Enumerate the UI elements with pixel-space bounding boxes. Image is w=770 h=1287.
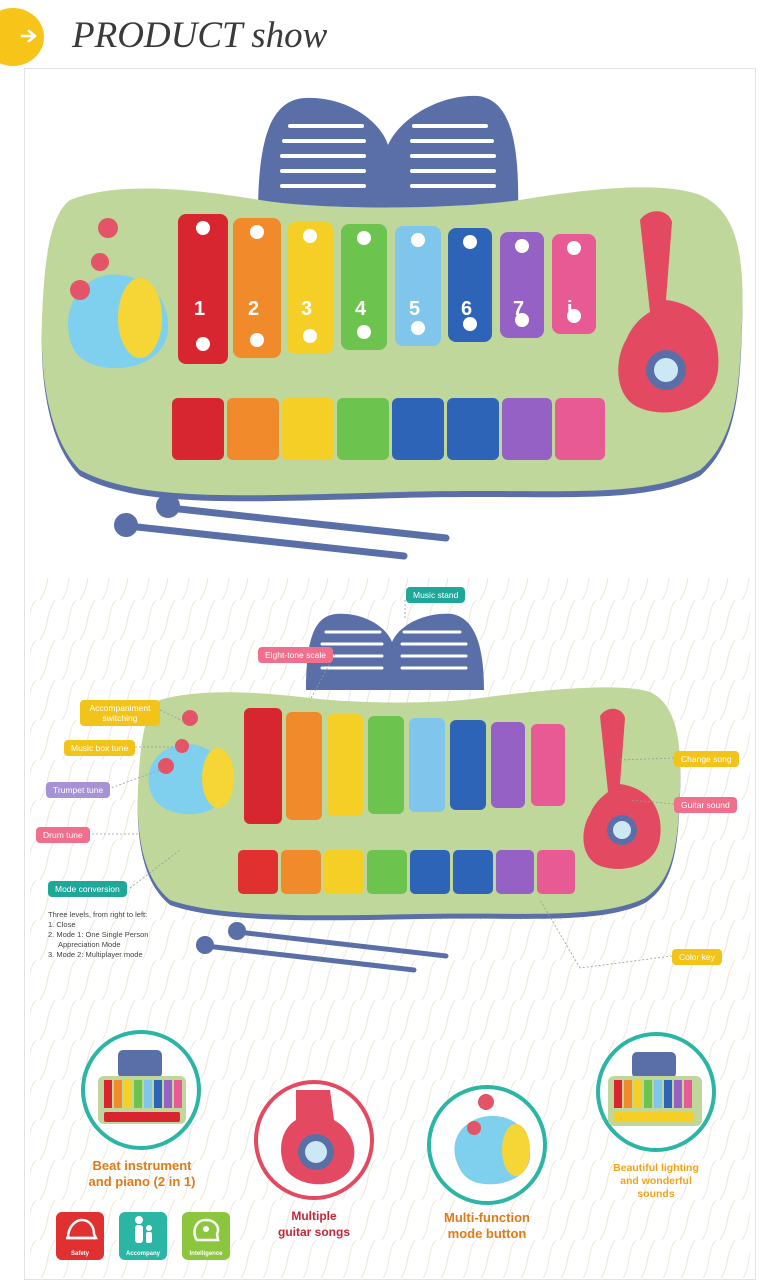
feature-caption-4: Beautiful lighting and wonderful sounds [596, 1162, 716, 1201]
parent-child-icon [135, 1216, 152, 1243]
bar-number: 3 [301, 298, 313, 320]
feature-caption-line: and wonderful [620, 1175, 692, 1187]
bar-number-row: 1 2 3 4 5 6 7 i [178, 298, 598, 328]
feature-caption-3: Multi-function mode button [420, 1210, 554, 1242]
accompany-label: Accompany [125, 1251, 160, 1257]
page-header: PRODUCT show [0, 0, 770, 70]
mode-note-line: 2. Mode 1: One Single Person [48, 930, 149, 939]
mode-note-line: Appreciation Mode [58, 940, 121, 949]
feature-1-illustration [81, 1030, 201, 1150]
feature-caption-line: Multiple [291, 1209, 337, 1223]
feature-caption-2: Multiple guitar songs [254, 1208, 374, 1240]
top-product [41, 95, 743, 560]
feature-caption-line: sounds [637, 1188, 675, 1200]
safety-badge: Safety [56, 1212, 104, 1260]
arrow-right-icon [20, 29, 37, 43]
callout-eight-tone-scale: Eight-tone scale [258, 647, 333, 663]
callout-mode-conversion: Mode conversion [48, 881, 127, 897]
intelligence-label: Intelligence [189, 1251, 223, 1257]
feature-caption-line: guitar songs [277, 1225, 350, 1239]
feature-caption-1: Beat instrument and piano (2 in 1) [72, 1158, 212, 1190]
bottom-product [137, 613, 681, 973]
music-stand [258, 95, 519, 216]
mode-note-line: Three levels, from right to left: [48, 910, 148, 919]
xylophone-bars [178, 214, 596, 364]
feature-caption-line: Multi-function [444, 1210, 530, 1225]
intelligence-badge: Intelligence [182, 1212, 230, 1260]
callout-trumpet-tune: Trumpet tune [46, 782, 111, 798]
bar-number: i [567, 298, 573, 320]
mode-conversion-note: Three levels, from right to left: 1. Clo… [48, 910, 148, 960]
bar-number: 2 [248, 298, 260, 320]
feature-2-illustration [254, 1080, 374, 1200]
callout-accompaniment-text: Accompaniment switching [89, 703, 151, 723]
page-title: PRODUCT show [72, 15, 328, 56]
bar-number: 7 [513, 298, 525, 320]
brain-head-icon [193, 1218, 220, 1242]
bar-number: 6 [461, 298, 473, 320]
bar-number: 4 [355, 298, 367, 320]
piano-keys [172, 398, 605, 460]
mallets [124, 504, 450, 560]
feature-3-illustration [427, 1085, 547, 1205]
callout-accompaniment: Accompaniment switching [80, 700, 160, 726]
accompany-badge: Accompany [119, 1212, 167, 1260]
feature-caption-line: and piano (2 in 1) [88, 1174, 196, 1189]
safety-label: Safety [70, 1251, 89, 1257]
bar-number: 5 [409, 298, 421, 320]
bar-number: 1 [194, 298, 206, 320]
feature-caption-line: Beat instrument [92, 1158, 192, 1173]
mode-note-line: 3. Mode 2: Multiplayer mode [48, 950, 143, 959]
callout-color-key: Color key [672, 949, 722, 965]
callout-change-song: Change song [674, 751, 739, 767]
bird-mode-button [68, 218, 169, 369]
callout-music-box-tune: Music box tune [64, 740, 136, 756]
callout-music-stand: Music stand [406, 587, 466, 603]
feature-caption-line: mode button [447, 1226, 527, 1241]
callout-drum-tune: Drum tune [36, 827, 90, 843]
feature-caption-line: Beautiful lighting [613, 1162, 699, 1174]
callout-guitar-sound: Guitar sound [674, 797, 737, 813]
mode-note-line: 1. Close [48, 920, 76, 929]
guitar [618, 211, 719, 413]
feature-4-illustration [596, 1032, 716, 1152]
helmet-icon [66, 1218, 99, 1240]
